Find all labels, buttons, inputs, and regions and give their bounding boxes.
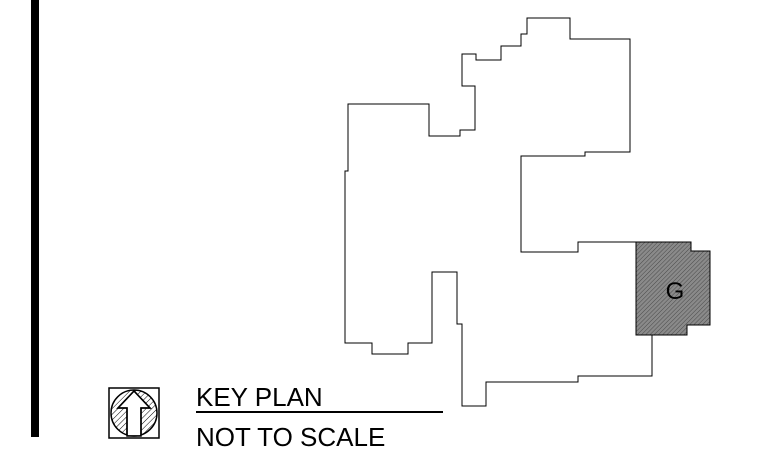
key-plan-title: KEY PLAN: [196, 382, 323, 412]
north-arrow-icon: [108, 387, 160, 439]
scale-note: NOT TO SCALE: [196, 422, 385, 452]
sheet-border-bar: [31, 0, 39, 437]
area-label-g: G: [666, 278, 685, 305]
highlighted-area-g: [635, 241, 711, 336]
building-outline: [344, 17, 653, 407]
